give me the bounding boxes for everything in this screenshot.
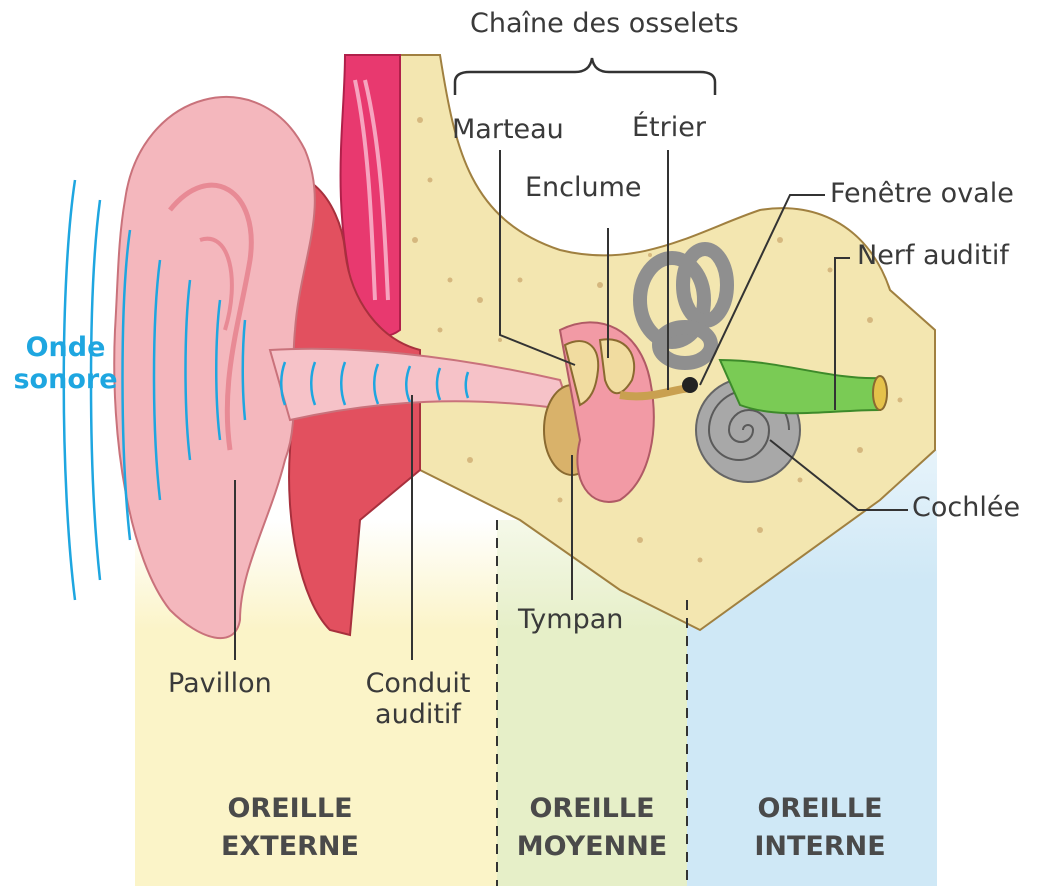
region-inner-ear: OREILLE INTERNE <box>730 790 910 866</box>
label-fenetre-ovale: Fenêtre ovale <box>830 178 1014 209</box>
region-outer-line1: OREILLE <box>200 790 380 828</box>
region-outer-ear: OREILLE EXTERNE <box>200 790 380 866</box>
region-middle-line2: MOYENNE <box>500 828 684 866</box>
sound-wave-line2: sonore <box>8 364 123 396</box>
oval-window-shape <box>682 377 698 393</box>
label-tympan: Tympan <box>518 604 623 635</box>
sound-wave-label: Onde sonore <box>8 332 123 397</box>
ossicle-chain-label: Chaîne des osselets <box>470 8 739 39</box>
region-outer-line2: EXTERNE <box>200 828 380 866</box>
label-etrier: Étrier <box>632 112 706 143</box>
label-conduit-line1: Conduit <box>356 668 480 699</box>
label-enclume: Enclume <box>525 172 642 203</box>
sound-wave-line1: Onde <box>8 332 123 364</box>
ossicle-brace <box>455 58 715 95</box>
label-pavillon: Pavillon <box>168 668 272 699</box>
label-conduit-line2: auditif <box>356 699 480 730</box>
label-cochlee: Cochlée <box>912 492 1020 523</box>
region-inner-line1: OREILLE <box>730 790 910 828</box>
region-middle-ear: OREILLE MOYENNE <box>500 790 684 866</box>
label-marteau: Marteau <box>452 114 564 145</box>
region-inner-line2: INTERNE <box>730 828 910 866</box>
region-middle-line1: OREILLE <box>500 790 684 828</box>
label-nerf-auditif: Nerf auditif <box>857 240 1009 271</box>
label-conduit-auditif: Conduit auditif <box>356 668 480 730</box>
